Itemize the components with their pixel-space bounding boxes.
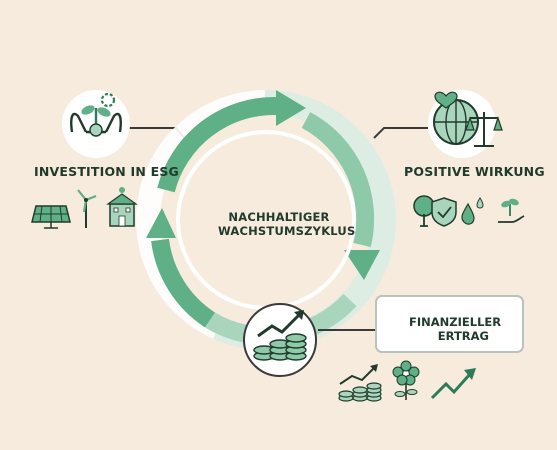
hand-holding-plant-icon — [498, 198, 525, 223]
globe-with-heart-and-scales-icon — [428, 90, 503, 158]
shield-check-icon — [431, 197, 457, 227]
connector-right — [373, 127, 428, 139]
tree-icon — [413, 195, 435, 227]
coins-growth-chart-icon — [338, 364, 382, 402]
water-drops-icon — [461, 197, 484, 225]
label-finanzieller-ertrag: FINANZIELLER ERTRAG — [409, 315, 502, 343]
trend-arrow-icon — [430, 368, 476, 400]
cycle-arrow-left — [151, 238, 216, 328]
cycle-arrowhead-right — [344, 250, 380, 280]
cycle-arrowhead-left — [146, 208, 176, 238]
wind-turbine-icon — [77, 189, 97, 228]
label-investition: INVESTITION IN ESG — [34, 164, 179, 179]
coins-with-growth-arrow-icon — [243, 303, 317, 377]
cycle-arrow-top — [157, 96, 279, 193]
flower-icon — [392, 360, 420, 400]
label-center: NACHHALTIGER WACHSTUMSZYKLUS — [218, 210, 356, 238]
finanzieller-ertrag-box: FINANZIELLER ERTRAG — [375, 295, 524, 353]
solar-panel-icon — [31, 205, 71, 229]
cycle-arrowhead-top — [276, 90, 306, 126]
label-positive-wirkung: POSITIVE WIRKUNG — [404, 164, 545, 179]
hands-holding-plant-gear-icon — [62, 90, 130, 158]
cycle-arrow-right — [301, 112, 375, 248]
building-icon — [106, 187, 138, 227]
